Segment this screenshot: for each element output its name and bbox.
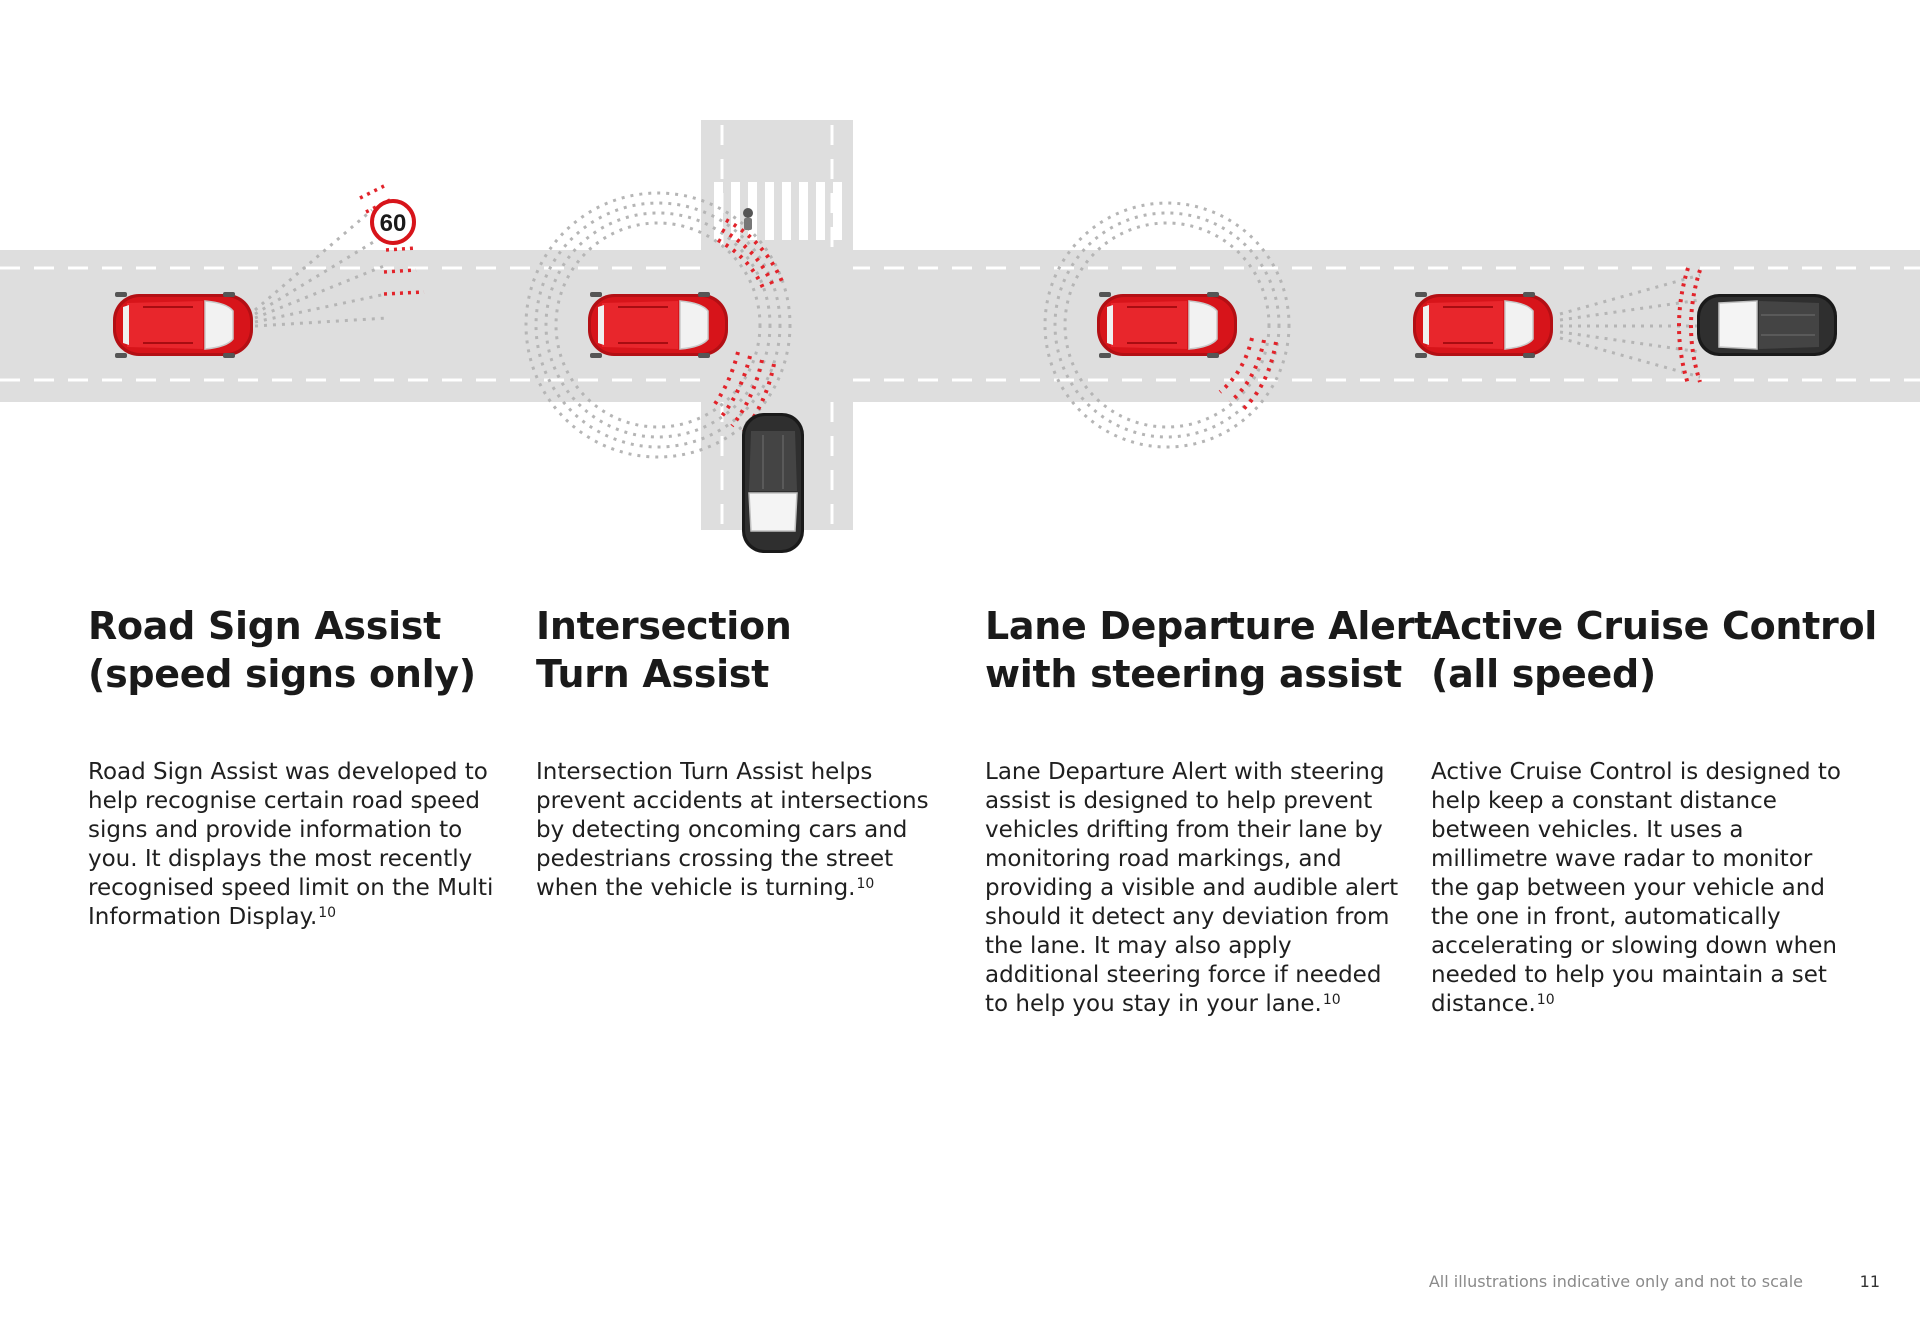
footnote-marker: 10 (1536, 992, 1555, 1008)
car-red-intersection (587, 291, 729, 359)
feature-title: Lane Departure Alert with steering assis… (985, 604, 1432, 696)
car-red-lane (1096, 291, 1238, 359)
feature-description: Active Cruise Control is designed to hel… (1431, 759, 1841, 1017)
sensor-dots-cruise (1677, 267, 1702, 385)
feature-title: Road Sign Assist (speed signs only) (88, 604, 476, 696)
car-red-cruise (1412, 291, 1554, 359)
footnote-marker: 10 (856, 876, 875, 892)
feature-title: Intersection Turn Assist (536, 604, 792, 696)
illustration-disclaimer: All illustrations indicative only and no… (1428, 1272, 1803, 1291)
feature-description: Intersection Turn Assist helps prevent a… (536, 759, 929, 901)
sensor-beam-cruise (1559, 273, 1701, 379)
road-horizontal (0, 250, 1920, 402)
driver-assist-illustration: 60 (0, 120, 1920, 554)
feature-description: Lane Departure Alert with steering assis… (985, 759, 1399, 1017)
sensor-beam-sign (254, 208, 389, 328)
car-dark-oncoming (741, 412, 805, 554)
feature-intersection-turn-assist: Intersection Turn Assist Intersection Tu… (536, 602, 956, 901)
feature-active-cruise-control: Active Cruise Control (all speed) Active… (1431, 602, 1878, 1017)
car-dark-lead (1696, 293, 1838, 357)
sensor-dots-sign (359, 184, 425, 296)
car-red-sign (112, 291, 254, 359)
speed-sign-value: 60 (380, 210, 407, 237)
feature-description: Road Sign Assist was developed to help r… (88, 759, 494, 930)
footnote-marker: 10 (1322, 992, 1341, 1008)
sensor-rings-intersection (524, 191, 792, 459)
feature-road-sign-assist: Road Sign Assist (speed signs only) Road… (88, 602, 508, 930)
sensor-rings-lane (1043, 201, 1291, 449)
feature-title: Active Cruise Control (all speed) (1431, 604, 1878, 696)
footnote-marker: 10 (318, 905, 337, 921)
pedestrian-icon (743, 208, 753, 230)
sensor-arc-oncoming (710, 351, 776, 436)
sensor-arc-lane (1218, 337, 1278, 414)
feature-lane-departure-alert: Lane Departure Alert with steering assis… (985, 602, 1432, 1017)
page-number: 11 (1859, 1272, 1880, 1291)
speed-sign-icon: 60 (370, 199, 416, 245)
